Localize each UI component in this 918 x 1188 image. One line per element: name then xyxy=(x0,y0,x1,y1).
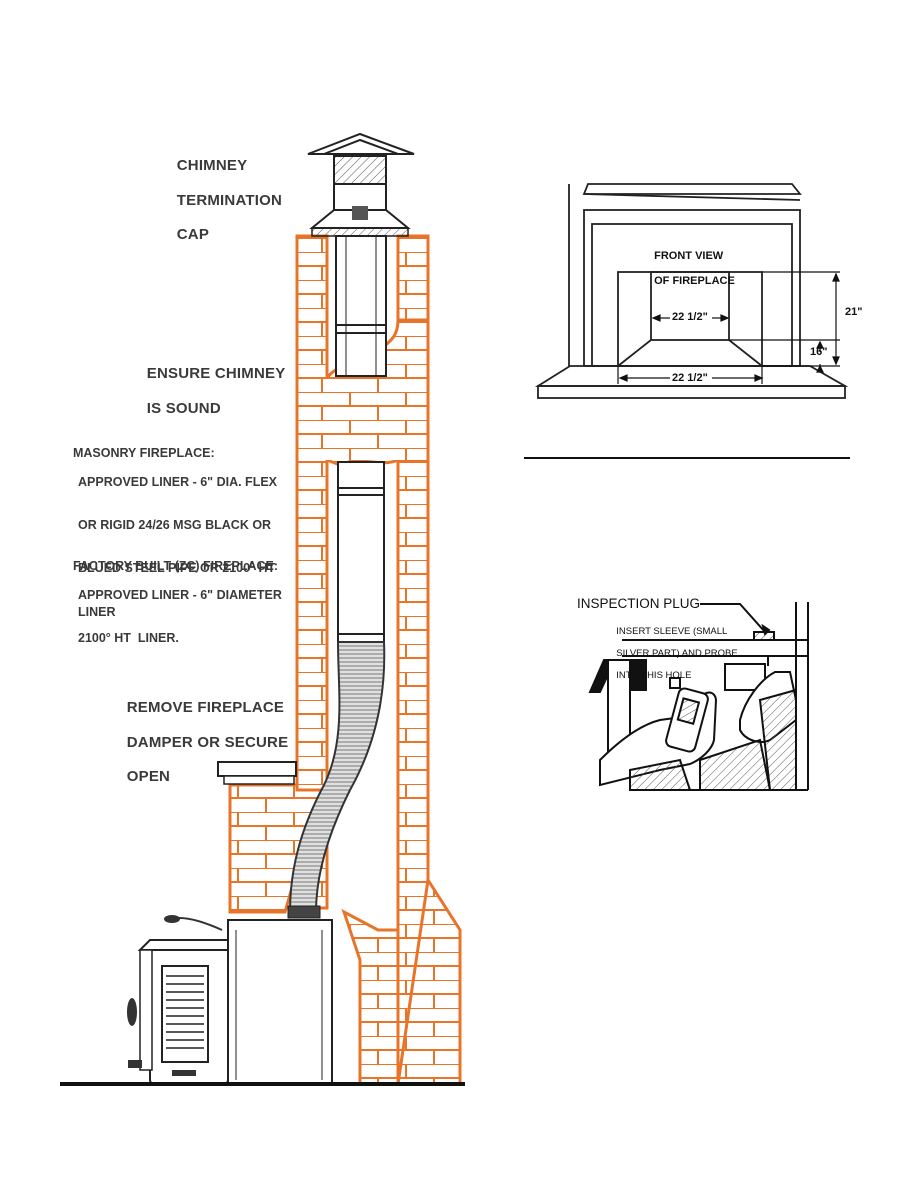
masonry-line: OR RIGID 24/26 MSG BLACK OR xyxy=(78,518,272,533)
inspection-note: INSERT SLEEVE (SMALL SILVER PART) AND PR… xyxy=(611,616,738,682)
rigid-liner-upper xyxy=(335,235,387,377)
masonry-line: BLUED STEEL PIPE OR 2100° HT xyxy=(78,561,276,576)
masonry-line: APPROVED LINER - 6" DIA. FLEX xyxy=(78,475,278,490)
ensure-line: ENSURE CHIMNEY xyxy=(146,365,286,383)
inspection-note-line: SILVER PART) AND PROBE xyxy=(616,647,738,659)
damper-line: REMOVE FIREPLACE xyxy=(126,699,285,717)
masonry-heading: MASONRY FIREPLACE: xyxy=(72,446,215,461)
cap-label-line: TERMINATION xyxy=(176,191,282,209)
factory-line: APPROVED LINER - 6" DIAMETER xyxy=(78,588,282,603)
inspection-note-line: INSERT SLEEVE (SMALL xyxy=(616,625,728,637)
inspection-plug-title: INSPECTION PLUG xyxy=(577,596,701,611)
front-view-title: FRONT VIEW OF FIREPLACE xyxy=(648,237,735,288)
damper-label: REMOVE FIREPLACE DAMPER OR SECURE OPEN xyxy=(118,682,288,786)
factory-heading: FACTORY BUILT (ZC) FIREPLACE: xyxy=(72,559,279,574)
factory-line: 2100° HT LINER. xyxy=(78,631,179,646)
dim-base-width: 22 1/2" xyxy=(672,372,708,384)
damper-line: DAMPER OR SECURE xyxy=(126,733,289,751)
inspection-note-line: INTO THIS HOLE xyxy=(616,669,692,681)
ensure-line: IS SOUND xyxy=(146,399,221,417)
dim-step: 16" xyxy=(810,346,828,358)
masonry-fireplace-note: MASONRY FIREPLACE: APPROVED LINER - 6" D… xyxy=(66,432,277,633)
cap-label-line: CHIMNEY xyxy=(176,157,248,175)
cap-label: CHIMNEY TERMINATION CAP xyxy=(168,140,282,244)
dim-height: 21" xyxy=(845,306,863,318)
dim-inner-width: 22 1/2" xyxy=(672,311,708,323)
masonry-line: LINER xyxy=(78,604,116,619)
damper-line: OPEN xyxy=(126,768,171,786)
cap-label-line: CAP xyxy=(176,226,210,244)
ensure-sound-label: ENSURE CHIMNEY IS SOUND xyxy=(138,348,285,417)
factory-fireplace-note: FACTORY BUILT (ZC) FIREPLACE: APPROVED L… xyxy=(66,545,282,660)
front-view-title-line: OF FIREPLACE xyxy=(654,274,735,287)
front-view-title-line: FRONT VIEW xyxy=(654,249,724,262)
chimney-cap xyxy=(307,132,415,237)
rigid-liner-middle xyxy=(337,461,385,643)
